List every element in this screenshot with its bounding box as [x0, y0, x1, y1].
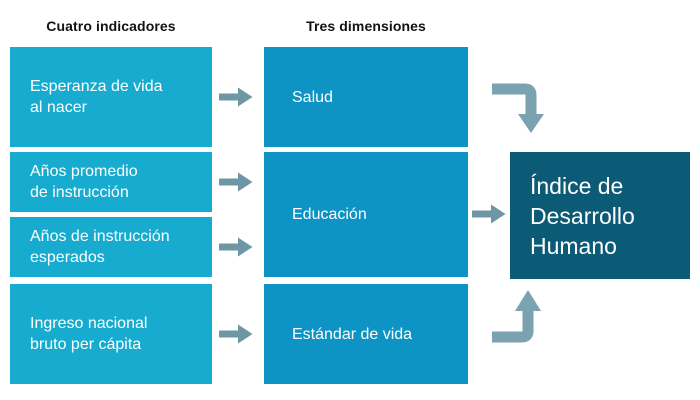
dimension-box-salud: Salud — [264, 47, 468, 147]
indicator-label-line: de instrucción — [30, 184, 129, 201]
indicator-label-line: Ingreso nacional — [30, 315, 148, 332]
column-header-dimensions: Tres dimensiones — [306, 18, 426, 34]
hdi-index-box: Índice de Desarrollo Humano — [510, 152, 690, 279]
right-arrow-icon — [472, 204, 506, 224]
hdi-label-line: Índice de — [530, 172, 624, 199]
right-arrow-icon — [219, 324, 253, 344]
right-arrow-icon — [219, 87, 253, 107]
indicator-label-line: esperados — [30, 249, 105, 266]
right-arrow-icon — [219, 237, 253, 257]
dimension-label: Estándar de vida — [292, 325, 413, 343]
indicator-box-anos-promedio: Años promedio de instrucción — [10, 152, 212, 212]
indicator-label-line: Esperanza de vida — [30, 78, 163, 95]
hdi-label-line: Humano — [530, 232, 617, 259]
hdi-label-line: Desarrollo — [530, 202, 635, 229]
indicator-box-esperanza-de-vida: Esperanza de vida al nacer — [10, 47, 212, 147]
dimension-label: Educación — [292, 206, 367, 223]
indicator-label-line: al nacer — [30, 99, 87, 116]
indicator-label-line: Años de instrucción — [30, 228, 170, 245]
dimension-box-educacion: Educación — [264, 152, 468, 277]
indicator-box-anos-esperados: Años de instrucción esperados — [10, 217, 212, 277]
indicator-label-line: bruto per cápita — [30, 336, 142, 353]
elbow-down-arrow-icon — [492, 83, 544, 133]
indicator-box-ingreso-nacional: Ingreso nacional bruto per cápita — [10, 284, 212, 384]
indicator-label-line: Años promedio — [30, 163, 138, 180]
dimension-box-estandar-de-vida: Estándar de vida — [264, 284, 468, 384]
elbow-up-arrow-icon — [492, 290, 541, 343]
right-arrow-icon — [219, 172, 253, 192]
dimension-label: Salud — [292, 88, 333, 106]
column-header-indicators: Cuatro indicadores — [46, 18, 176, 34]
